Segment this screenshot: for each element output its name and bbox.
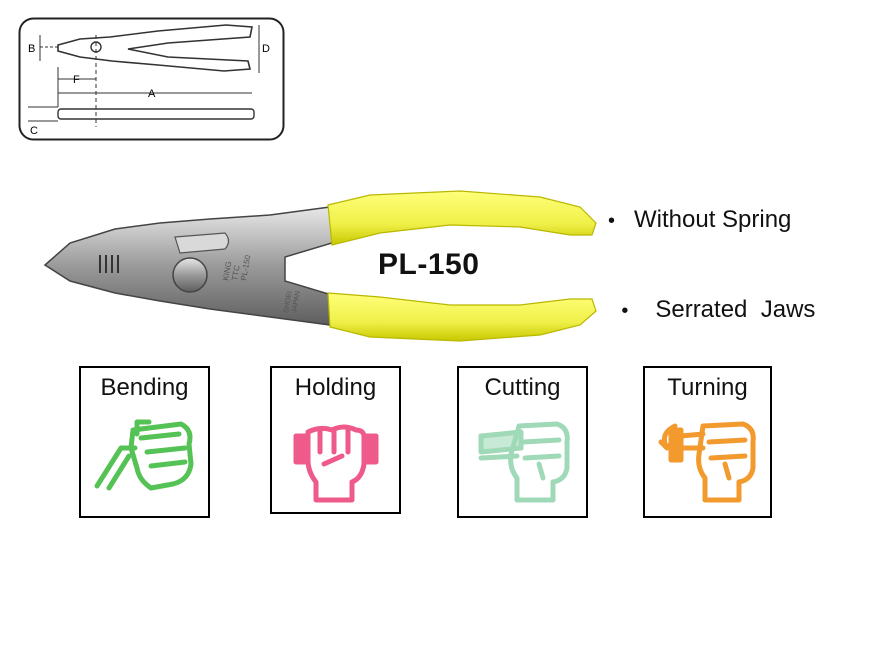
use-card-turning: Turning — [643, 366, 772, 518]
feature-serrated-jaws: • Serrated Jaws — [608, 268, 815, 324]
use-label: Bending — [100, 374, 189, 401]
dim-label-b: B — [28, 43, 35, 55]
pliers-illustration: KING TTC PL-150 SHOEI JAPAN — [43, 190, 597, 342]
model-number: PL-150 — [378, 248, 480, 281]
use-card-bending: Bending — [79, 366, 210, 518]
use-card-holding: Holding — [270, 366, 401, 514]
jaw-stamp-2: TTC — [230, 264, 242, 281]
use-card-cutting: Cutting — [457, 366, 588, 518]
dim-label-a: A — [148, 88, 156, 100]
use-label: Cutting — [484, 374, 561, 401]
hand-bending-icon — [94, 419, 194, 491]
bullet: • — [608, 210, 616, 232]
hand-cutting-icon — [478, 421, 570, 503]
feature-text: Without Spring — [634, 206, 792, 233]
dim-label-d: D — [262, 43, 270, 55]
hand-turning-icon — [658, 421, 756, 503]
fist-holding-icon — [293, 424, 379, 503]
feature-without-spring: • Without Spring — [608, 206, 791, 234]
use-label: Turning — [667, 374, 748, 401]
feature-text: Serrated Jaws — [655, 296, 816, 323]
jaw-stamp-1: KING — [221, 261, 233, 282]
dim-label-f: F — [73, 74, 80, 86]
dimension-diagram: B D F A C — [18, 17, 285, 141]
use-label: Holding — [294, 374, 377, 401]
bullet: • — [621, 300, 629, 322]
jaw-stamp-5: JAPAN — [291, 290, 302, 313]
jaw-stamp-4: SHOEI — [283, 291, 294, 314]
dim-label-c: C — [30, 125, 38, 137]
